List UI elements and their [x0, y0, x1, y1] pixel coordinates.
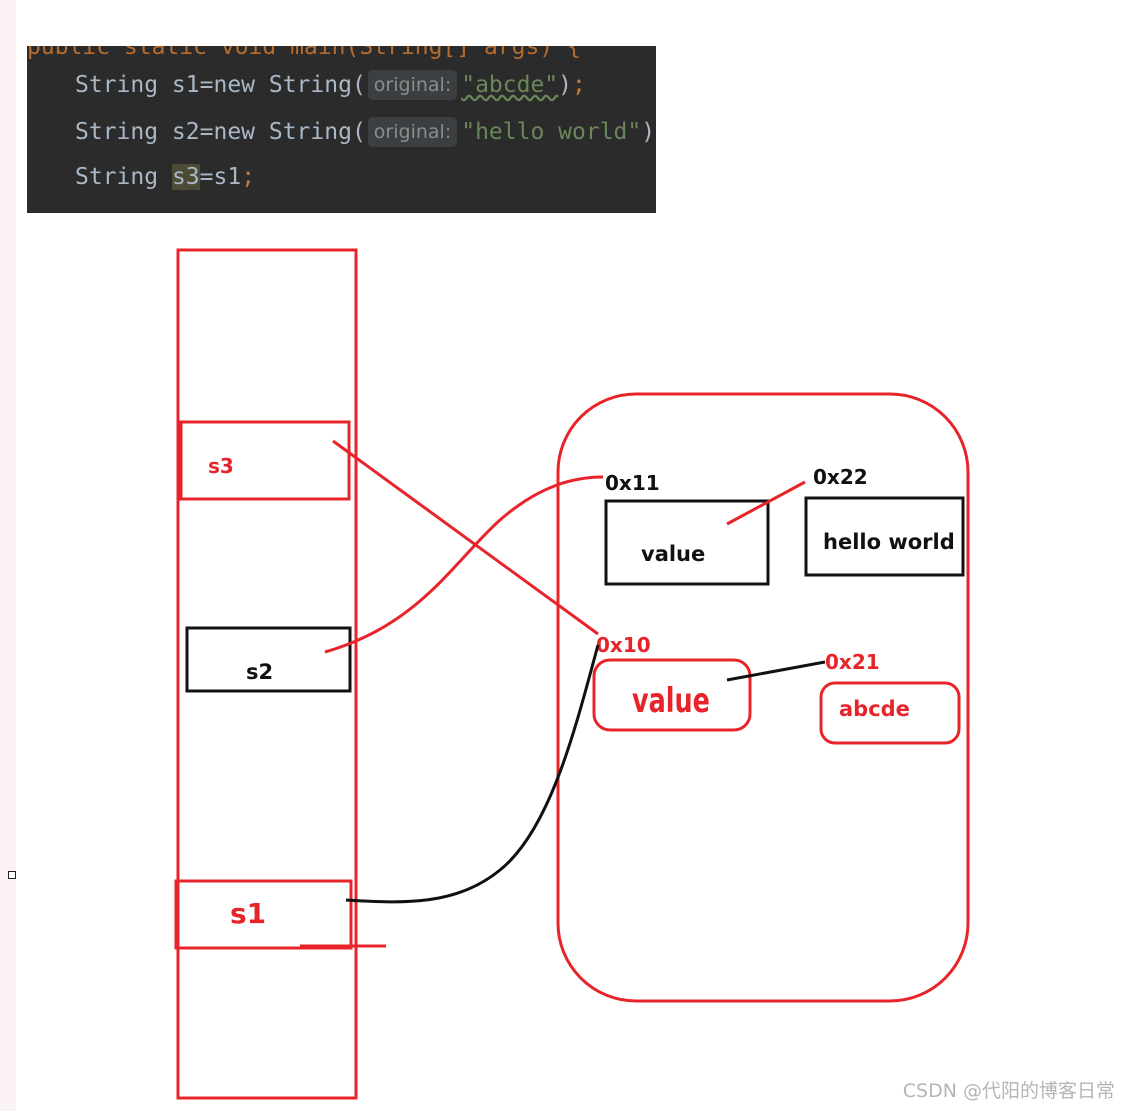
code-text: )	[558, 72, 573, 98]
stack-slot-s3	[179, 420, 351, 501]
code-text: String	[75, 164, 172, 190]
address-0x21: 0x21	[825, 650, 880, 674]
stack-slot-s2	[185, 626, 352, 693]
ref-curve-s2-to-0x11	[324, 475, 604, 654]
semicolon: ;	[572, 72, 586, 98]
left-margin-strip	[0, 0, 16, 1111]
highlighted-variable: s3	[171, 164, 200, 190]
stack-slot-s1	[174, 879, 353, 950]
value-box-0x11	[604, 499, 770, 586]
value-label-red: value	[632, 682, 710, 721]
hello-world-label: hello world	[823, 530, 955, 554]
code-text: =s1	[199, 164, 242, 190]
code-line-s2: String s2=new String(original:"hello wor…	[27, 117, 656, 147]
address-0x22: 0x22	[813, 465, 868, 489]
ref-line-s3-to-0x10	[332, 439, 599, 636]
s3-label: s3	[208, 454, 234, 478]
field-ref-value-to-0x22	[726, 480, 806, 526]
hello-world-box	[804, 496, 965, 577]
code-line-cut: public static void main(String[] args) {	[27, 46, 581, 60]
parameter-hint: original:	[367, 70, 458, 100]
code-text: )	[641, 119, 656, 145]
s1-label: s1	[230, 897, 266, 930]
heap-region	[556, 392, 970, 1003]
s2-label: s2	[246, 660, 273, 684]
stack-frame	[176, 248, 358, 1100]
code-editor-snippet: public static void main(String[] args) {…	[27, 46, 656, 213]
resize-handle-marker[interactable]	[8, 871, 16, 879]
code-line-s1: String s1=new String(original:"abcde");	[27, 70, 586, 100]
semicolon: ;	[655, 119, 656, 145]
ref-curve-s1-to-0x10	[345, 644, 600, 904]
watermark: CSDN @代阳的博客日常	[902, 1080, 1115, 1102]
code-text: String s1=new String(	[75, 72, 366, 98]
address-0x11: 0x11	[605, 471, 660, 495]
value-box-0x10	[592, 658, 752, 732]
abcde-label: abcde	[839, 697, 910, 721]
code-text: String s2=new String(	[75, 119, 366, 145]
string-literal: "abcde"	[461, 72, 559, 98]
abcde-box	[819, 681, 961, 745]
value-label-black: value	[641, 542, 705, 566]
string-literal: "hello world"	[461, 119, 642, 145]
field-ref-value-to-0x21	[726, 660, 826, 682]
address-0x10: 0x10	[596, 633, 651, 657]
parameter-hint: original:	[367, 117, 458, 147]
semicolon: ;	[241, 164, 256, 190]
code-line-s3: String s3=s1;	[27, 164, 255, 190]
